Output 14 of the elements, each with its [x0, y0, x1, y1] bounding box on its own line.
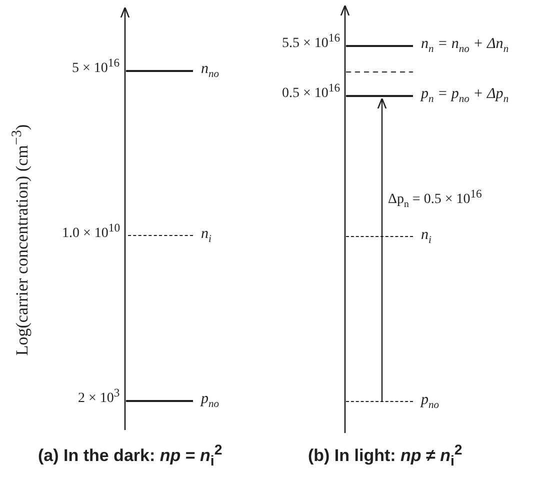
tick-label: 2 × 10$^{3}$: [78, 390, 120, 408]
level-label: p$_{no}$: [201, 390, 219, 408]
level-label: n$_{n}$ = n$_{no}$ + Δn$_{n}$: [421, 35, 509, 53]
level-label: p$_{no}$: [421, 391, 439, 409]
tick-label: 1.0 × 10$^{10}$: [62, 225, 120, 243]
tick-label: 0.5 × 10$^{16}$: [282, 85, 340, 103]
arrow: [377, 98, 387, 402]
tick-label: 5 × 10$^{16}$: [72, 60, 120, 78]
level-label: n$_{no}$: [201, 60, 219, 78]
tick-label: 5.5 × 10$^{16}$: [282, 35, 340, 53]
level-label: n$_{i}$: [421, 226, 432, 244]
level-label: p$_{n}$ = p$_{no}$ + Δp$_{n}$: [421, 85, 509, 103]
level-label: n$_{i}$: [201, 225, 212, 243]
edge-label: Δp$_{n}$ = 0.5 × 10$^{16}$: [388, 190, 482, 208]
